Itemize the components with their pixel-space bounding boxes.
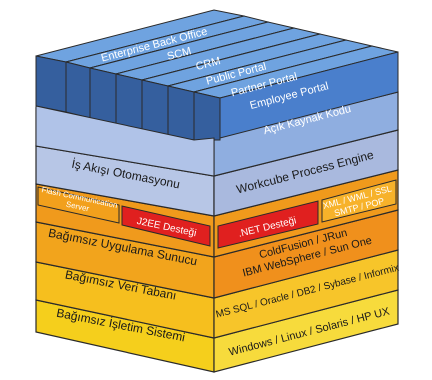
j2ee-box (121, 205, 211, 247)
xml-box (321, 179, 397, 223)
module-label-scm: SCM (166, 45, 193, 63)
module-slab-open-source (193, 45, 399, 141)
net-box (217, 200, 319, 249)
flash-server-box (37, 186, 120, 224)
left-blue-band (35, 105, 215, 177)
